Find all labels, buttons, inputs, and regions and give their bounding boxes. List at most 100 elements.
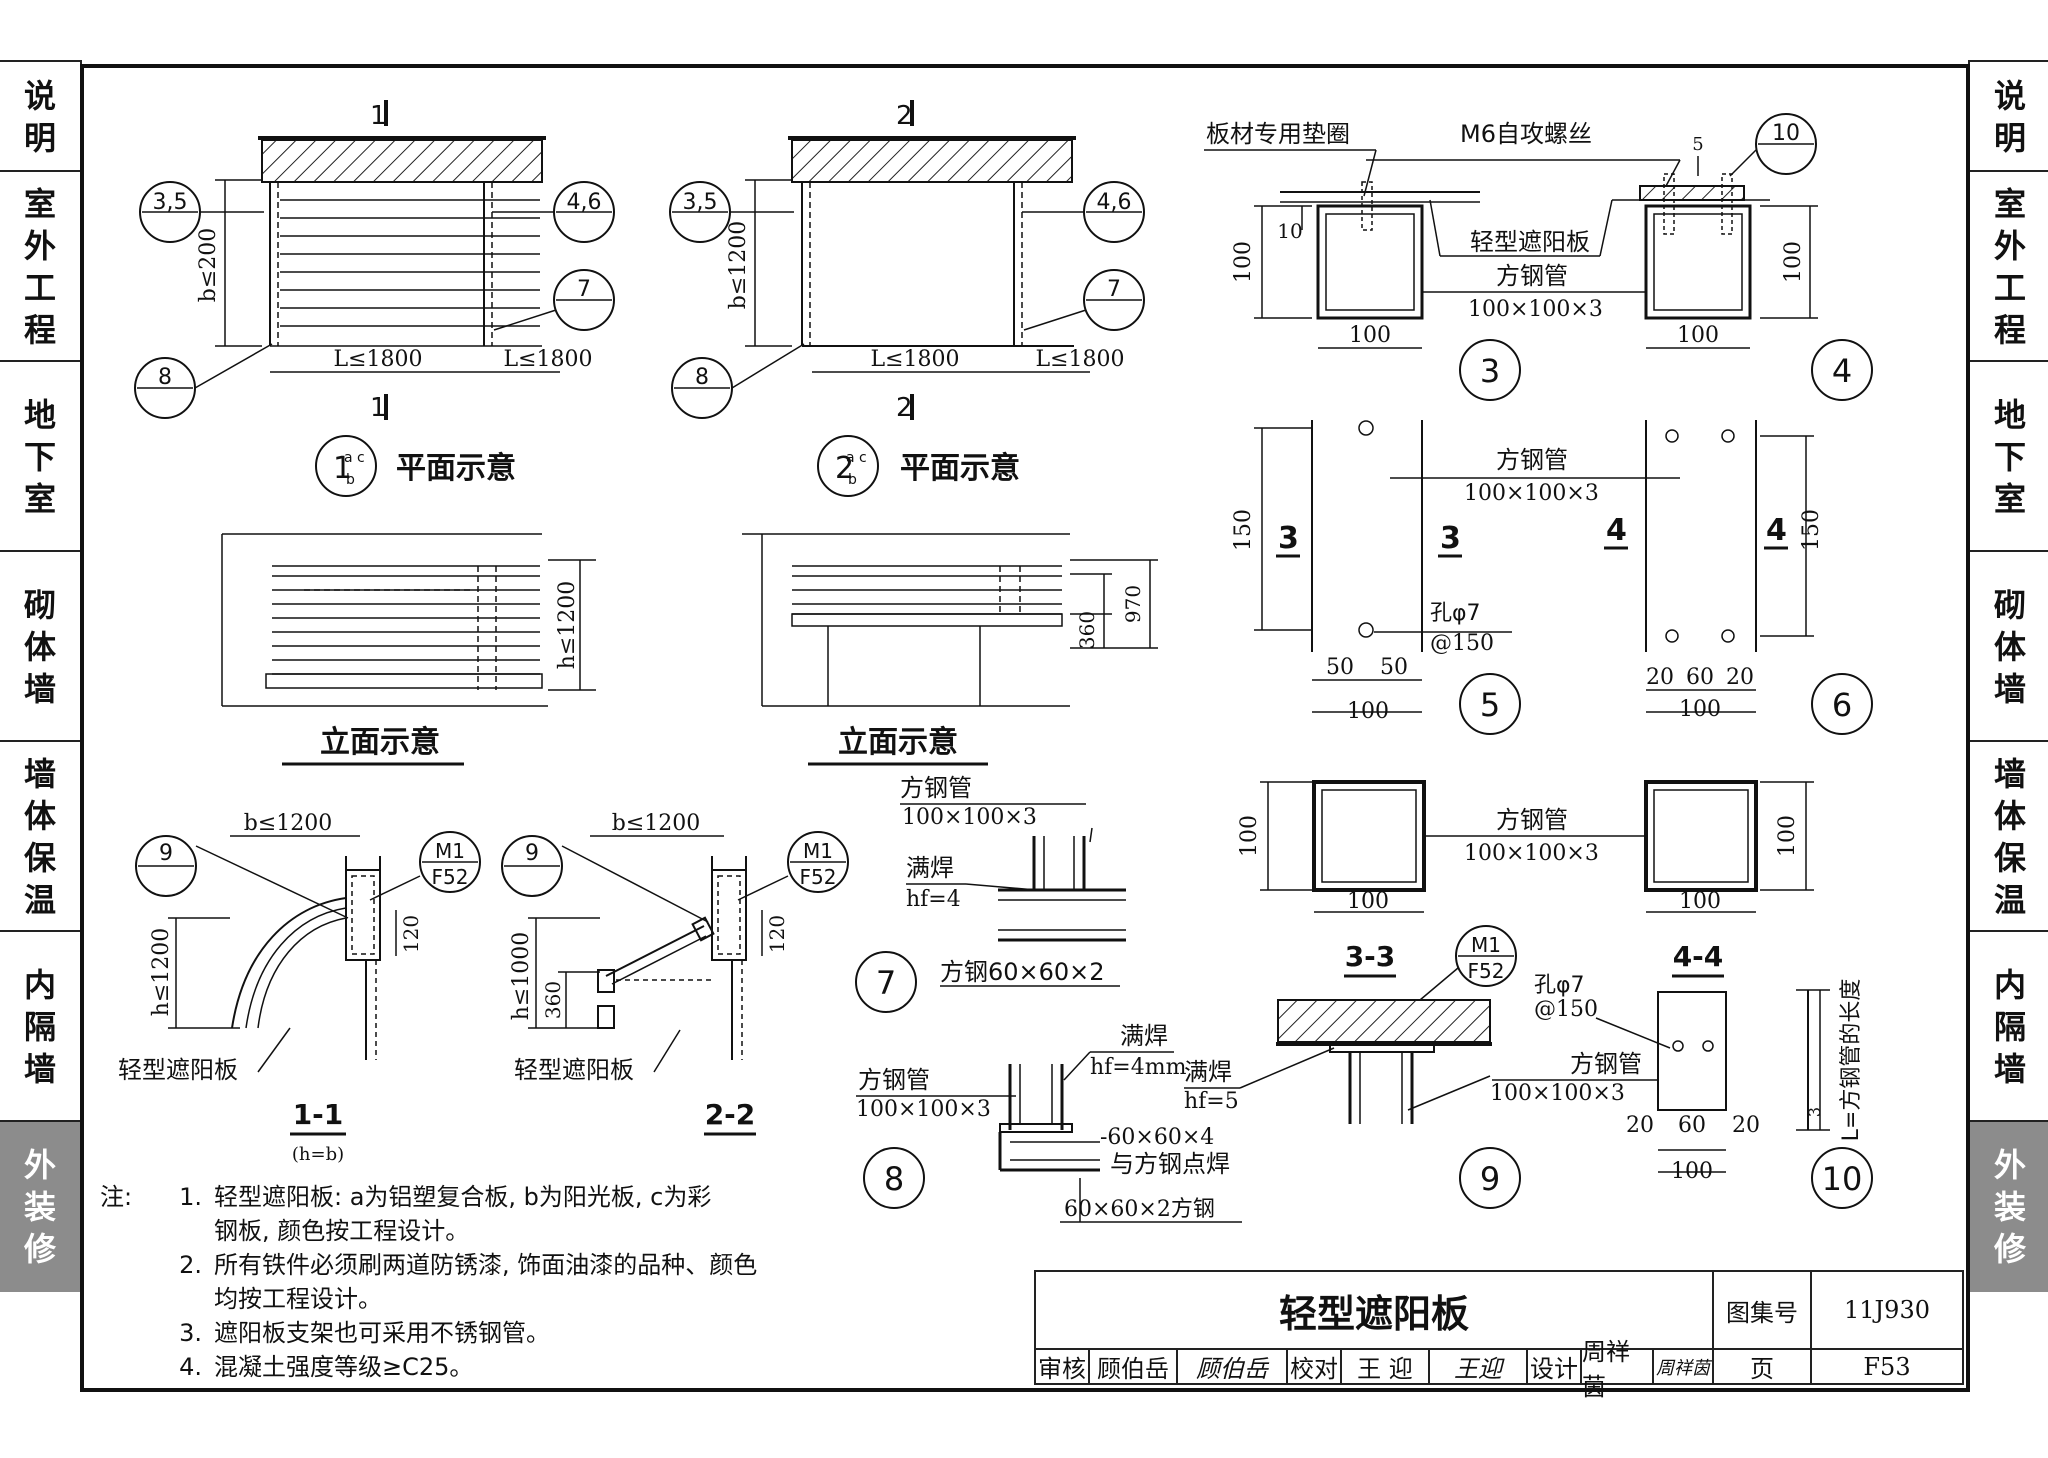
d10-dim-20b: 20	[1732, 1113, 1760, 1138]
d8-bottom: 60×60×2方钢	[1064, 1197, 1215, 1222]
s2-dim-120: 120	[765, 915, 789, 953]
d3-dim-10: 10	[1277, 219, 1302, 243]
plan1-title-sub: b	[346, 472, 355, 488]
note-item: 1. 轻型遮阳板: a为铝塑复合板, b为阳光板, c为彩钢板, 颜色按工程设计。	[162, 1180, 860, 1248]
d5-dim-50b: 50	[1380, 655, 1408, 680]
plan2-title: 平面示意	[900, 451, 1020, 486]
tb-check-label: 校对	[1286, 1348, 1342, 1385]
detail-3-4: 板材专用垫圈 M6自攻螺丝 10 100 100 5 100 100 轻型遮阳板	[1204, 113, 1873, 401]
plan2-l-dim-left: L≤1800	[870, 347, 959, 372]
d10-dim-small: 3	[1805, 1107, 1824, 1117]
elev1-title: 立面示意	[320, 725, 440, 760]
d4-dim-5: 5	[1692, 134, 1703, 155]
d4-num: 4	[1832, 352, 1852, 390]
note-item: 2.所有铁件必须刷两道防锈漆, 饰面油漆的品种、颜色均按工程设计。	[162, 1248, 860, 1316]
right-tab-6[interactable]: 外装修	[1968, 1120, 2048, 1292]
d34-screw: M6自攻螺丝	[1460, 120, 1592, 148]
detail-7: 方钢管 100×100×3 满焊 hf=4 方钢60×60×2 7	[855, 774, 1126, 1013]
tb-designer: 周祥茵	[1580, 1338, 1654, 1401]
d6-mark-left: 4	[1606, 513, 1627, 548]
d6-mark-right: 4	[1766, 513, 1787, 548]
note-item: 4.混凝土强度等级≥C25。	[162, 1350, 860, 1384]
s1-callout-m1: M1	[435, 839, 465, 863]
detail-8: 方钢管 100×100×3 满焊 hf=4mm -60×60×4 与方钢点焊 6…	[856, 1022, 1242, 1223]
plan2-l-dim-right: L≤1800	[1035, 347, 1124, 372]
d9-m1: M1	[1471, 933, 1501, 957]
d3-num: 3	[1480, 352, 1500, 390]
tb-reviewer-sig: 顾伯岳	[1176, 1348, 1288, 1385]
plan1-b-dim: b≤200	[196, 228, 221, 303]
s1-h-dim: h≤1200	[149, 928, 174, 1017]
title-block: 轻型遮阳板 图集号 11J930 审核 顾伯岳 顾伯岳 校对 王 迎 王迎 设计…	[1034, 1270, 1964, 1401]
note-body: 所有铁件必须刷两道防锈漆, 饰面油漆的品种、颜色均按工程设计。	[214, 1248, 757, 1316]
d7-num: 7	[876, 964, 896, 1002]
tb-atlas-no: 11J930	[1810, 1270, 1964, 1350]
note-body: 轻型遮阳板: a为铝塑复合板, b为阳光板, c为彩钢板, 颜色按工程设计。	[214, 1180, 711, 1248]
d7-hf: hf=4	[906, 887, 961, 912]
section-1-1: b≤1200 h≤1200 120 9 M1 F52 轻型遮阳板 1-1 (h=…	[118, 811, 481, 1165]
d34-pipe: 方钢管	[1496, 262, 1568, 290]
note-line: 混凝土强度等级≥C25。	[214, 1353, 474, 1381]
d8-spot: 与方钢点焊	[1110, 1150, 1230, 1178]
s1-callout-f52: F52	[432, 865, 469, 889]
d5-num: 5	[1480, 686, 1500, 724]
tb-designer-sig: 周祥茵	[1652, 1348, 1714, 1385]
s1-subtitle: (h=b)	[292, 1144, 344, 1165]
s2-dim-360: 360	[541, 981, 565, 1019]
tb-reviewer: 顾伯岳	[1088, 1348, 1178, 1385]
d56-hole: 孔φ7	[1430, 601, 1481, 626]
left-tab-1[interactable]: 室外工程	[0, 170, 82, 362]
left-tab-0[interactable]: 说明	[0, 60, 82, 172]
plan-1: b≤200 L≤1800 L≤1800 1 1 3,5 4,6 7 8 1 a …	[134, 100, 615, 497]
notes-list: 1. 轻型遮阳板: a为铝塑复合板, b为阳光板, c为彩钢板, 颜色按工程设计。…	[162, 1180, 860, 1384]
left-tab-column: 说明室外工程地下室砌体墙墙体保温内隔墙外装修	[0, 60, 82, 1390]
note-body: 遮阳板支架也可采用不锈钢管。	[214, 1316, 550, 1350]
s2-h-dim: h≤1000	[509, 932, 534, 1021]
d7-bottom: 方钢60×60×2	[940, 958, 1105, 986]
plan1-title: 平面示意	[396, 451, 516, 486]
s3344-pipe: 方钢管	[1496, 806, 1568, 834]
s3344-pipe-size: 100×100×3	[1464, 841, 1599, 866]
plan1-section-mark-bottom: 1	[370, 393, 387, 423]
s1-panel-label: 轻型遮阳板	[118, 1056, 238, 1084]
tb-page-label: 页	[1712, 1348, 1812, 1385]
notes: 注: 1.轻型遮阳板: a为铝塑复合板, b为阳光板, c为彩钢板, 颜色按工程…	[100, 1180, 860, 1384]
s44-dim-h: 100	[1679, 889, 1721, 914]
d8-num: 8	[884, 1160, 904, 1198]
d8-plate: -60×60×4	[1100, 1125, 1214, 1150]
s1-b-dim: b≤1200	[244, 811, 333, 836]
d7-pipe: 方钢管	[900, 774, 972, 802]
plan1-title-sup: a c	[344, 450, 365, 466]
note-line: 钢板, 颜色按工程设计。	[214, 1217, 470, 1245]
note-line: 所有铁件必须刷两道防锈漆, 饰面油漆的品种、颜色	[214, 1251, 758, 1279]
note-line: 均按工程设计。	[214, 1285, 382, 1313]
right-tab-0[interactable]: 说明	[1968, 60, 2048, 172]
left-tab-2[interactable]: 地下室	[0, 360, 82, 552]
tb-checker: 王 迎	[1340, 1348, 1430, 1385]
s2-callout-9: 9	[525, 841, 539, 866]
plan1-title-num: 1	[333, 451, 352, 486]
note-line: 轻型遮阳板: a为铝塑复合板, b为阳光板, c为彩	[214, 1183, 712, 1211]
d5-mark-left: 3	[1278, 521, 1299, 556]
detail-5-6: 150 3 3 50 50 100 孔φ7 @150 方钢管 100×100×3…	[1231, 420, 1873, 735]
d4-dim-100-v: 100	[1781, 241, 1806, 283]
s2-callout-f52: F52	[800, 865, 837, 889]
d4-callout-10: 10	[1772, 121, 1800, 146]
plan2-title-sub: b	[848, 472, 857, 488]
tb-design-label: 设计	[1526, 1348, 1582, 1385]
d6-dim-100: 100	[1679, 697, 1721, 722]
left-tab-6[interactable]: 外装修	[0, 1120, 82, 1292]
elevation-1: h≤1200 立面示意	[221, 533, 596, 766]
elev1-h-dim: h≤1200	[555, 581, 580, 670]
note-number: 1.	[179, 1183, 202, 1211]
plan1-callout-35: 3,5	[153, 190, 188, 215]
s1-callout-9: 9	[159, 841, 173, 866]
plan2-callout-7: 7	[1107, 277, 1121, 302]
note-line: 遮阳板支架也可采用不锈钢管。	[214, 1319, 550, 1347]
plan1-callout-46: 4,6	[567, 190, 602, 215]
s2-title: 2-2	[705, 1098, 756, 1131]
d9-num: 9	[1480, 1160, 1500, 1198]
plan2-callout-35: 3,5	[683, 190, 718, 215]
elev2-title: 立面示意	[838, 725, 958, 760]
detail-10: 孔φ7 @150 方钢管 100×100×3 20 60 20 100 L=方钢…	[1490, 973, 1873, 1209]
